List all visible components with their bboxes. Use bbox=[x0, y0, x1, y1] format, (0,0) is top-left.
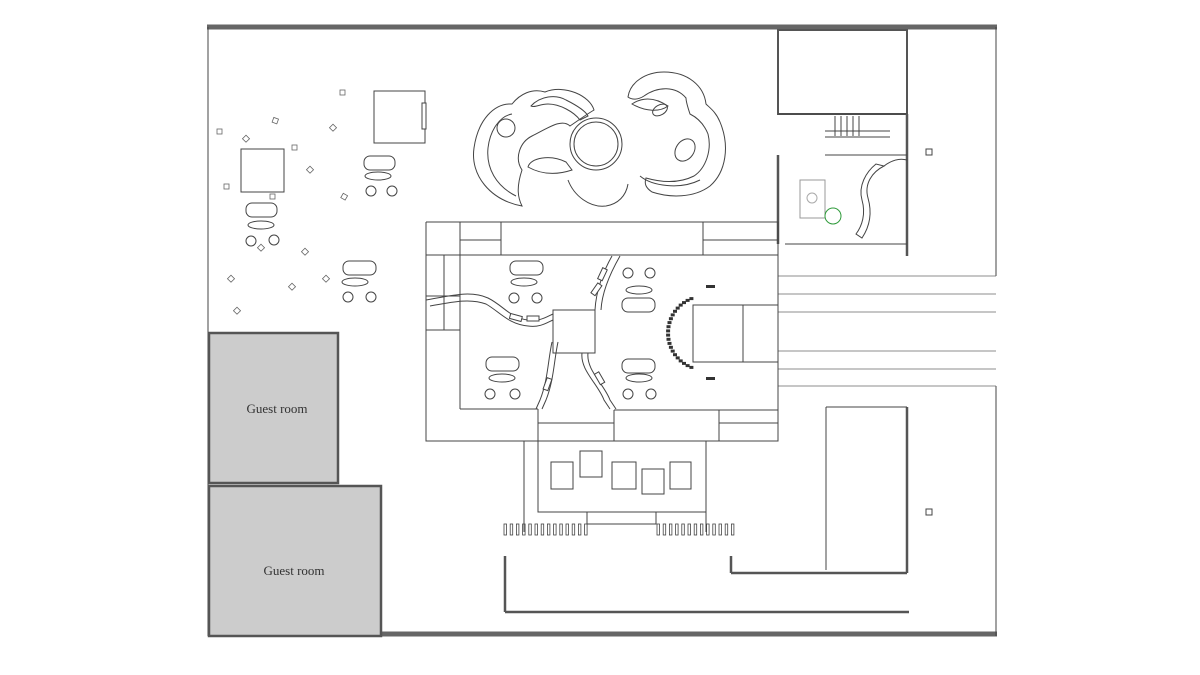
railing-post bbox=[559, 523, 563, 536]
lounge-table-upper bbox=[373, 90, 427, 144]
seating-set-4 bbox=[508, 260, 544, 304]
railing-post bbox=[565, 523, 569, 536]
lounge-table-large bbox=[240, 148, 285, 193]
stage-seat bbox=[682, 301, 686, 305]
railing-post bbox=[693, 523, 698, 536]
railing-post bbox=[547, 523, 551, 536]
stage-seat bbox=[689, 297, 694, 301]
railing-post bbox=[578, 523, 582, 536]
seating-set-2 bbox=[245, 202, 280, 247]
railing-post bbox=[509, 523, 514, 536]
stage-seat bbox=[685, 298, 690, 302]
railing-post bbox=[571, 523, 576, 536]
seating-set-7 bbox=[621, 358, 657, 400]
stage-seat bbox=[666, 325, 671, 329]
guest-room-1[interactable]: Guest room bbox=[207, 331, 340, 485]
stage-seat bbox=[685, 364, 690, 368]
stage-seat bbox=[668, 345, 673, 349]
stage-seat bbox=[673, 309, 677, 313]
railing-post bbox=[687, 523, 691, 536]
seating-set-6 bbox=[484, 356, 521, 400]
railing-post bbox=[675, 523, 679, 536]
railing-post bbox=[584, 523, 588, 536]
stage-seat bbox=[670, 349, 675, 353]
outer-walls bbox=[207, 24, 997, 637]
seating-set-1 bbox=[363, 155, 398, 197]
railing-post bbox=[669, 523, 673, 536]
stage-seat-arc bbox=[666, 285, 715, 380]
stage-seat bbox=[678, 359, 683, 363]
guest-room-2-label: Guest room bbox=[263, 563, 324, 578]
stage bbox=[666, 285, 779, 380]
stage-seat bbox=[673, 353, 677, 357]
service-room bbox=[776, 29, 933, 256]
seating-set-3 bbox=[341, 260, 377, 303]
railing-left bbox=[503, 523, 588, 536]
stage-seat bbox=[666, 329, 671, 333]
railing-post bbox=[724, 523, 729, 536]
railing-post bbox=[706, 523, 710, 536]
railing-post bbox=[528, 523, 532, 536]
guest-room-1-label: Guest room bbox=[246, 401, 307, 416]
central-lounge bbox=[425, 221, 779, 442]
railing-post bbox=[534, 523, 538, 536]
stage-seat bbox=[706, 285, 715, 288]
stage-seat bbox=[675, 356, 680, 360]
planter-icon bbox=[824, 207, 842, 225]
lower-walls bbox=[503, 406, 933, 614]
curved-booths bbox=[473, 71, 726, 207]
railing-post bbox=[503, 523, 507, 536]
right-corridor bbox=[778, 275, 996, 387]
stage-seat bbox=[667, 321, 672, 325]
stage-seat bbox=[706, 377, 715, 380]
railing-post bbox=[712, 523, 716, 536]
stage-seat bbox=[689, 365, 694, 369]
railing-post bbox=[516, 523, 520, 536]
railing-post bbox=[662, 523, 667, 536]
railing-post bbox=[553, 523, 557, 536]
guest-room-2[interactable]: Guest room bbox=[207, 484, 383, 638]
railing-post bbox=[718, 523, 722, 536]
stage-seat bbox=[666, 333, 671, 337]
scattered-stools bbox=[216, 89, 349, 315]
stage-seat bbox=[678, 303, 683, 307]
railing-post bbox=[681, 523, 685, 536]
stage-seat bbox=[666, 337, 671, 341]
railing-post bbox=[656, 523, 660, 536]
stage-seat bbox=[682, 361, 686, 365]
stage-seat bbox=[675, 306, 680, 310]
stage-seat bbox=[668, 317, 673, 321]
seating-set-5 bbox=[621, 267, 656, 313]
stage-seat bbox=[670, 313, 675, 317]
railing-post bbox=[522, 523, 526, 536]
railing-post bbox=[700, 523, 704, 536]
railing-post bbox=[540, 523, 545, 536]
railing-post bbox=[731, 523, 735, 536]
stage-seat bbox=[667, 341, 672, 345]
railing-right bbox=[656, 523, 735, 536]
display-area bbox=[523, 440, 719, 532]
